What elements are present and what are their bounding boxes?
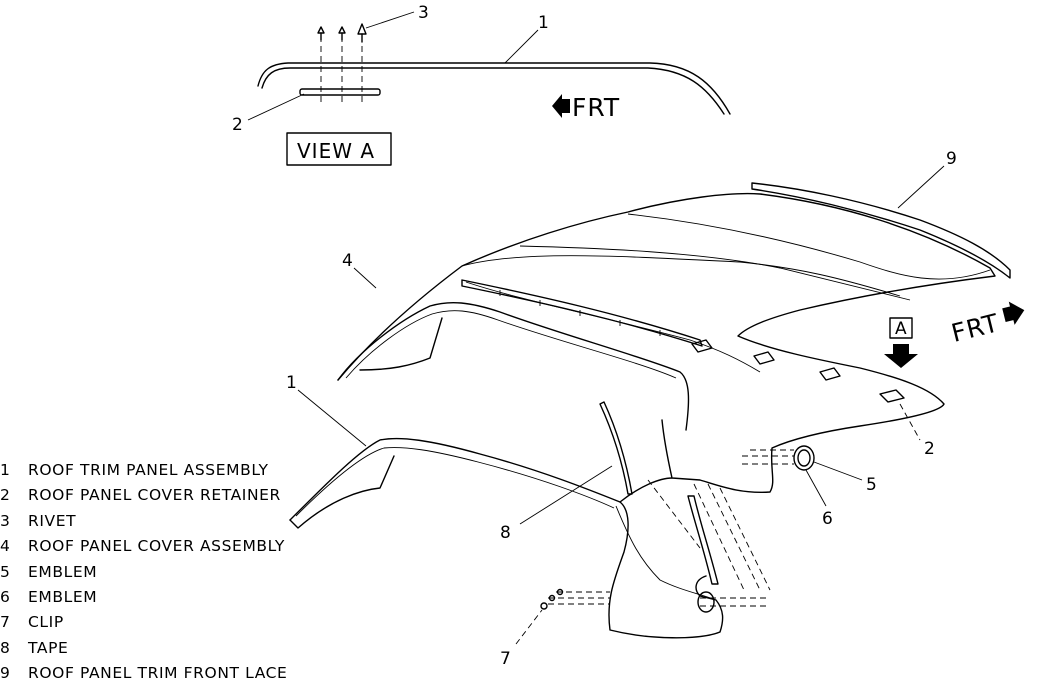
main-frt-arrow-icon: [1008, 301, 1025, 325]
view-a-arrow-icon: [884, 344, 918, 368]
callout-5: 5: [866, 475, 877, 495]
callout-2-view-a: 2: [232, 115, 243, 135]
view-a-label: VIEW A: [297, 139, 375, 163]
callout-4: 4: [342, 251, 353, 271]
roof-cover-outline: [337, 192, 996, 494]
callout-1: 1: [286, 373, 297, 393]
trim-panel-rear-rail: [289, 437, 724, 639]
callout-2: 2: [924, 439, 935, 459]
view-a-retainer: [299, 88, 381, 96]
trim-panel-front-rail: [337, 301, 690, 431]
callout-1-view-a: 1: [538, 13, 549, 33]
front-lace: [751, 182, 1011, 279]
view-a-frt-label: FRT: [572, 93, 620, 122]
view-a-frt-arrow-icon: [552, 94, 562, 118]
callout-7: 7: [500, 649, 511, 669]
clips: [540, 588, 770, 613]
callout-9: 9: [946, 149, 957, 169]
view-a-label-box: [286, 132, 392, 166]
view-a-marker: A: [895, 319, 907, 339]
tape: [599, 401, 633, 495]
emblem: [742, 445, 815, 471]
view-a-trim-rail-inner: [261, 67, 725, 115]
cover-retainer: [461, 279, 703, 347]
callout-8: 8: [500, 523, 511, 543]
main-frt-label: FRT: [948, 308, 1002, 348]
view-a-rivets: [317, 23, 367, 104]
retainer-rivets: [499, 290, 661, 336]
main-roof-view: 9 4 1 2 5 6 8 7 A FRT: [286, 149, 1025, 669]
view-a-marker-box: [889, 317, 913, 339]
view-a-detail: 3 1 2 VIEW A FRT: [232, 3, 731, 166]
callout-3-view-a: 3: [418, 3, 429, 23]
callout-6: 6: [822, 509, 833, 529]
view-a-trim-rail: [257, 62, 731, 115]
